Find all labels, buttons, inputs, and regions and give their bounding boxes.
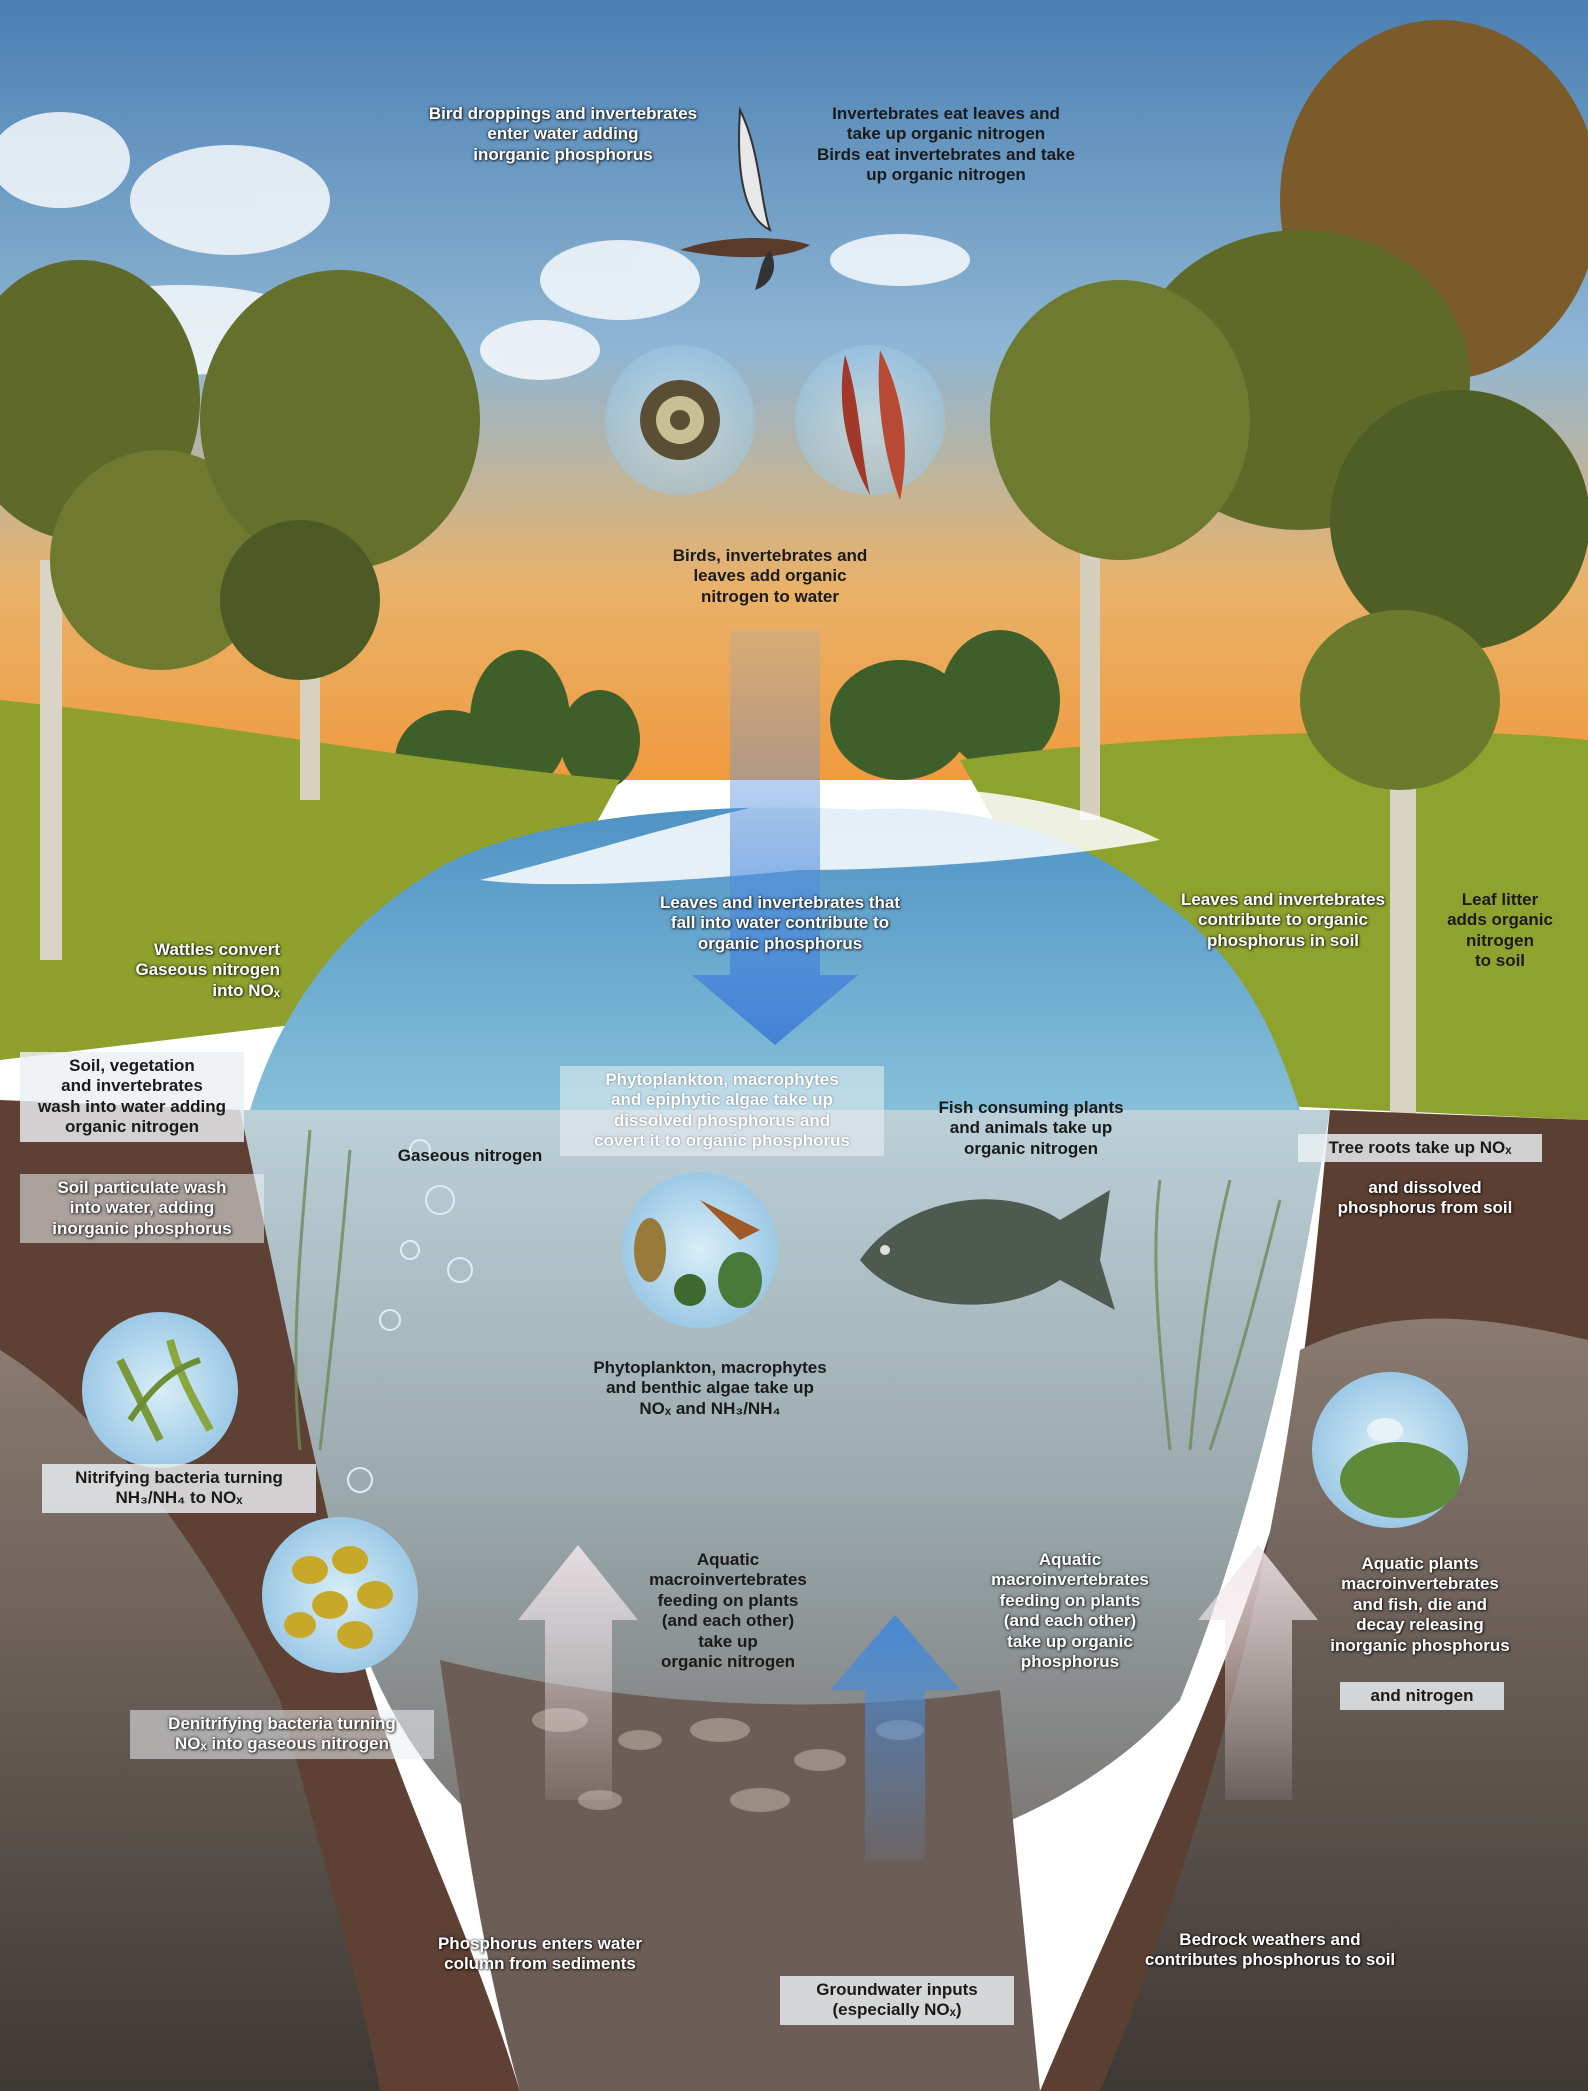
label-fish-consuming: Fish consuming plants and animals take u…	[906, 1098, 1156, 1159]
label-bedrock-weathers: Bedrock weathers and contributes phospho…	[1100, 1930, 1440, 1971]
label-aquatic-macro-nitrogen: Aquatic macroinvertebrates feeding on pl…	[628, 1550, 828, 1672]
label-wattles-convert: Wattles convert Gaseous nitrogen into NO…	[80, 940, 280, 1001]
label-leaf-litter: Leaf litter adds organic nitrogen to soi…	[1430, 890, 1570, 972]
invertebrate-circle-icon	[605, 345, 755, 495]
label-leaves-soil-phosphorus: Leaves and invertebrates contribute to o…	[1158, 890, 1408, 951]
label-invertebrates-eat-leaves: Invertebrates eat leaves and take up org…	[786, 104, 1106, 186]
label-nitrifying-bacteria: Nitrifying bacteria turning NH₃/NH₄ to N…	[42, 1464, 316, 1513]
bacteria-denitrifying-circle-icon	[262, 1517, 418, 1673]
label-aquatic-macro-phosphorus: Aquatic macroinvertebrates feeding on pl…	[960, 1550, 1180, 1672]
label-and-nitrogen: and nitrogen	[1340, 1682, 1504, 1710]
label-phytoplankton-dissolved-phosphorus: Phytoplankton, macrophytes and epiphytic…	[560, 1066, 884, 1156]
bacteria-nitrifying-circle-icon	[82, 1312, 238, 1468]
label-soil-vegetation-wash: Soil, vegetation and invertebrates wash …	[20, 1052, 244, 1142]
label-tree-roots-dissolved: and dissolved phosphorus from soil	[1310, 1178, 1540, 1219]
phytoplankton-circle-icon	[622, 1172, 778, 1328]
shrimp-circle-icon	[1312, 1372, 1468, 1528]
label-tree-roots-take-up: Tree roots take up NOₓ	[1298, 1134, 1542, 1162]
label-aquatic-plants-decay: Aquatic plants macroinvertebrates and fi…	[1300, 1554, 1540, 1656]
label-soil-particulate-wash: Soil particulate wash into water, adding…	[20, 1174, 264, 1243]
label-gaseous-nitrogen: Gaseous nitrogen	[380, 1146, 560, 1166]
label-leaves-fall-into-water: Leaves and invertebrates that fall into …	[630, 893, 930, 954]
label-bird-droppings: Bird droppings and invertebrates enter w…	[398, 104, 728, 165]
label-phosphorus-sediments: Phosphorus enters water column from sedi…	[410, 1934, 670, 1975]
label-denitrifying-bacteria: Denitrifying bacteria turning NOₓ into g…	[130, 1710, 434, 1759]
label-birds-add-organic-nitrogen: Birds, invertebrates and leaves add orga…	[640, 546, 900, 607]
label-phytoplankton-benthic: Phytoplankton, macrophytes and benthic a…	[560, 1358, 860, 1419]
label-groundwater-inputs: Groundwater inputs (especially NOₓ)	[780, 1976, 1014, 2025]
